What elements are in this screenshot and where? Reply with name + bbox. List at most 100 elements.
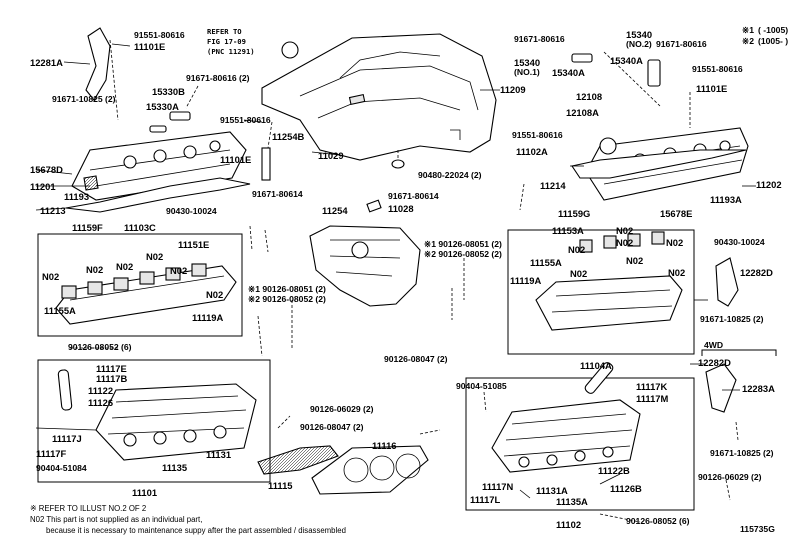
label-12108a: 12108A [566,107,599,118]
label-11201: 11201 [30,181,56,192]
label-11202: 11202 [756,179,782,190]
bracket-11028[interactable] [366,199,382,213]
label-11254: 11254 [322,205,348,216]
label-n02-i: N02 [616,237,633,248]
label-11116: 11116 [372,440,397,451]
label-12282d-b: 12282D [698,357,731,368]
label-11151e: 11151E [178,239,209,250]
head-gasket-11115[interactable] [257,445,339,475]
bracket-12281a[interactable] [85,27,111,101]
gasket-11214[interactable] [571,149,747,179]
label-11117b: 11117B [96,373,128,384]
label-n02-b: N02 [86,264,103,275]
label-n02-a: N02 [42,271,59,282]
label-15340a-a: 15340A [552,67,585,78]
ocv-15340-no2[interactable] [647,59,661,87]
legend-2-mark: ※2 [742,36,754,46]
diagram-id: 115735G [740,524,775,534]
label-11135a: 11135A [556,496,588,507]
bracket-11254b[interactable] [261,147,271,181]
label-11122: 11122 [88,385,113,396]
label-11115: 11115 [268,480,293,491]
legend-2-val: (1005- ) [758,36,788,46]
label-11159f: 11159F [72,222,103,233]
label-90126-08047-b: 90126-08047 (2) [384,354,448,364]
label-90430-10024-a: 90430-10024 [166,206,217,216]
label-11155a-b: 11155A [530,257,562,268]
oil-control-valve-15330b[interactable] [149,111,191,133]
label-91551-80616-a: 91551-80616 [134,30,185,40]
label-90126-06029-b: 90126-06029 (2) [698,472,762,482]
label-11117k: 11117K [636,381,668,392]
bracket-12282d[interactable] [715,257,739,307]
label-n02-k: N02 [570,268,587,279]
label-11028: 11028 [388,203,414,214]
label-n02-f: N02 [206,289,223,300]
label-90404-51085: 90404-51085 [456,381,507,391]
label-11101e-b: 11101E [220,154,251,165]
label-11101e-a: 11101E [134,41,165,52]
label-15340-no1: 15340 [514,57,540,68]
label-11131: 11131 [206,449,231,460]
label-n02-d: N02 [146,251,163,262]
refer-to-line2: FIG 17-09 [207,37,246,46]
label-11135: 11135 [162,462,187,473]
refer-to-line3: (PNC 11291) [207,47,255,56]
label-91671-80616-c: 91671-80616 [656,39,707,49]
oil-cap-12108[interactable] [599,137,617,155]
label-11029: 11029 [318,150,344,161]
cam-housing-left-11103c[interactable] [55,263,237,325]
label-11101: 11101 [132,487,157,498]
label-11254b: 11254B [272,131,305,142]
label-11155a-a: 11155A [44,305,76,316]
label-n02-e: N02 [170,265,187,276]
tube-11122[interactable] [57,369,73,411]
cam-housing-right-11104a[interactable] [535,231,683,331]
label-11117e: 11117E [96,363,127,374]
legend-1-val: ( -1005) [758,25,788,35]
label-11119a-b: 11119A [510,275,542,286]
label-91671-80616-b: 91671-80616 [514,34,565,44]
label-12108: 12108 [576,91,602,102]
label-11193a: 11193A [710,194,742,205]
label-11159g: 11159G [558,208,590,219]
label-12283a: 12283A [742,383,775,394]
ocv-15340[interactable] [571,53,593,63]
label-90126-08047-a: 90126-08047 (2) [300,422,364,432]
label-90126-06029-a: 90126-06029 (2) [310,404,374,414]
head-gasket-11116[interactable] [311,445,429,495]
label-11101e-c: 11101E [696,83,727,94]
cylinder-head-left-11101[interactable] [95,383,257,461]
label-15678e: 15678E [660,208,692,219]
leader-lines [35,43,756,499]
label-15340a-b: 15340A [610,55,643,66]
label-4wd: 4WD [704,340,723,350]
bracket-12283a[interactable] [705,363,737,413]
cam-housing-box-left [37,233,243,337]
note-refer-illust: ※ REFER TO ILLUST NO.2 OF 2 [30,504,146,513]
gasket-11213[interactable] [65,177,251,213]
valve-cover-left-11201[interactable] [71,131,247,201]
label-15330a: 15330A [146,101,179,112]
label-91551-80616-b: 91551-80616 [220,115,271,125]
intake-manifold-11254[interactable] [309,225,421,307]
label-11153a: 11153A [552,225,584,236]
label-91671-10825-b: 91671-10825 (2) [700,314,764,324]
label-91671-80616-a: 91671-80616 (2) [186,73,250,83]
tube-11122b[interactable] [584,361,615,395]
engine-cover-11209[interactable] [261,33,497,169]
label-90126-08052-6b: 90126-08052 (6) [626,516,690,526]
cylinder-head-box-right [465,377,695,511]
label-11209: 11209 [500,84,526,95]
label-n02-h: N02 [616,225,633,236]
label-11131a: 11131A [536,485,568,496]
label-11126: 11126 [88,397,113,408]
cylinder-head-right-11102[interactable] [491,399,641,473]
label-15330b: 15330B [152,86,185,97]
label-n02-j: N02 [666,237,683,248]
label-11122b: 11122B [598,465,630,476]
label-91551-80616-c: 91551-80616 [692,64,743,74]
label-2-90126-08052-b: ※2 90126-08052 (2) [424,249,502,259]
label-11117m: 11117M [636,393,669,404]
